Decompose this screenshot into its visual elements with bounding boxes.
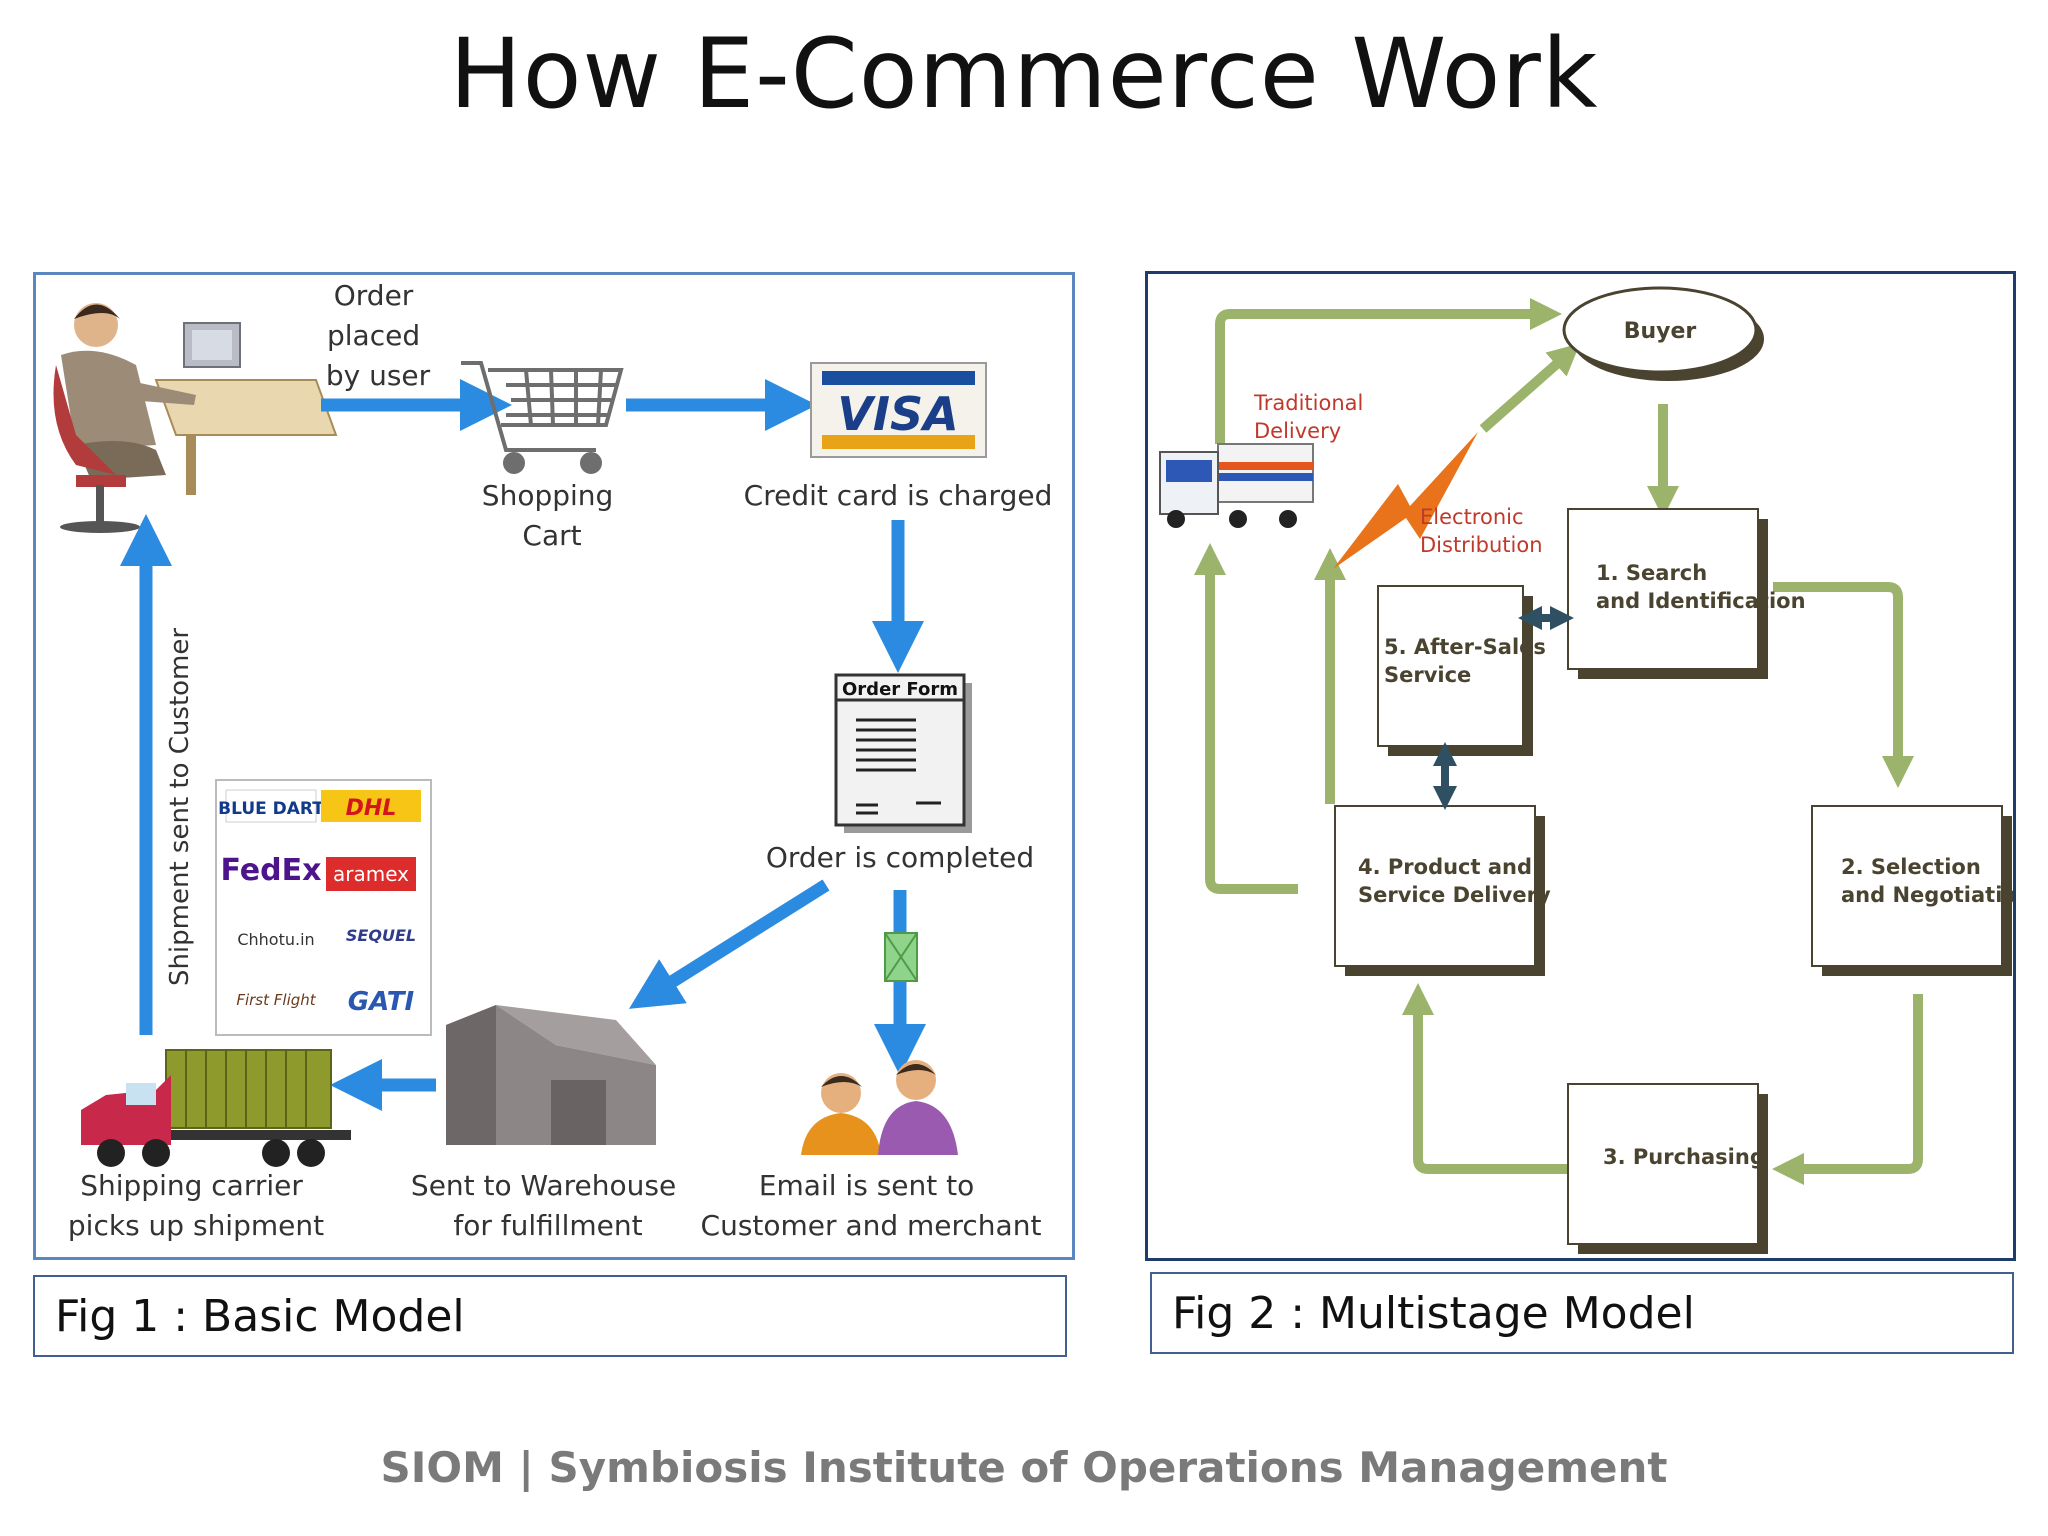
warehouse-icon bbox=[446, 1005, 656, 1145]
stage-after-sales-box: 5. After-Sales Service bbox=[1377, 585, 1553, 756]
fig2-caption: Fig 2 : Multistage Model bbox=[1150, 1272, 2014, 1354]
courier-logos-box: BLUE DART DHL FedEx aramex Chhotu.in SEQ… bbox=[215, 779, 432, 1036]
order-placed-label: Order placed by user bbox=[326, 279, 431, 392]
sequel-logo: SEQUEL bbox=[346, 926, 416, 945]
svg-text:5. After-Sales Service: 5. After-Sales Service bbox=[1384, 635, 1553, 687]
gati-logo: GATI bbox=[348, 987, 415, 1017]
arrow-order-to-warehouse bbox=[628, 879, 830, 1009]
email-label: Email is sent to Customer and merchant bbox=[701, 1169, 1042, 1242]
svg-text:1. Search and Identifica: 1. Search and Identification bbox=[1596, 561, 1806, 613]
fig1-caption: Fig 1 : Basic Model bbox=[33, 1275, 1067, 1357]
envelope-icon bbox=[884, 932, 918, 982]
buyer-label: Buyer bbox=[1624, 319, 1697, 344]
shopping-cart-label: Shopping Cart bbox=[482, 479, 622, 552]
traditional-delivery-label: Traditional Delivery bbox=[1253, 391, 1370, 443]
customer-and-merchant-icon bbox=[801, 1060, 958, 1155]
chhotu-logo: Chhotu.in bbox=[237, 930, 314, 949]
fedex-logo: FedEx bbox=[221, 853, 322, 888]
warehouse-label: Sent to Warehouse for fulfillment bbox=[411, 1169, 685, 1242]
shipping-truck-icon bbox=[81, 1049, 351, 1167]
svg-text:4. Product and Service D: 4. Product and Service Delivery bbox=[1358, 855, 1551, 907]
lightning-icon bbox=[1333, 432, 1478, 569]
credit-card-label: Credit card is charged bbox=[744, 479, 1053, 512]
dhl-logo: DHL bbox=[346, 796, 397, 821]
fig2-diagram: Buyer Traditional Delivery Electronic Di… bbox=[1159, 286, 2032, 1254]
carrier-label: Shipping carrier picks up shipment bbox=[68, 1169, 324, 1242]
slide-title: How E-Commerce Work bbox=[449, 18, 1599, 130]
order-completed-label: Order is completed bbox=[766, 841, 1034, 874]
svg-text:Order Form: Order Form bbox=[842, 679, 958, 700]
user-at-computer-icon bbox=[53, 303, 338, 533]
fig1-diagram: Order placed by user Shopping Cart VISA … bbox=[53, 279, 1053, 1242]
arrow-selection-to-purchasing bbox=[1771, 994, 1923, 1186]
arrow-delivery-to-truck bbox=[1193, 542, 1298, 894]
stage-delivery-box: 4. Product and Service Delivery bbox=[1334, 805, 1551, 976]
arrow-electronic-to-buyer bbox=[1479, 343, 1580, 433]
buyer-node: Buyer bbox=[1562, 286, 1764, 381]
fig1-basic-model-panel: Order placed by user Shopping Cart VISA … bbox=[33, 272, 1075, 1260]
svg-text:2. Selection and Negotia: 2. Selection and Negotiation bbox=[1841, 855, 2013, 907]
bluedart-logo: BLUE DART bbox=[218, 799, 324, 819]
stage-search-box: 1. Search and Identification bbox=[1567, 508, 1806, 679]
arrow-truck-to-buyer bbox=[1215, 297, 1563, 444]
arrow-search-to-selection bbox=[1773, 582, 1915, 789]
footer-institute: SIOM | Symbiosis Institute of Operations… bbox=[380, 1443, 1668, 1492]
stage-purchasing-box: 3. Purchasing bbox=[1567, 1083, 1768, 1254]
aramex-logo: aramex bbox=[333, 862, 409, 886]
electronic-distribution-label: Electronic Distribution bbox=[1420, 505, 1543, 557]
shopping-cart-icon bbox=[461, 361, 624, 474]
svg-text:VISA: VISA bbox=[837, 387, 958, 441]
arrow-purchasing-to-delivery bbox=[1401, 982, 1568, 1174]
stage-selection-box: 2. Selection and Negotiation bbox=[1811, 805, 2032, 976]
order-form-icon: Order Form bbox=[834, 673, 972, 833]
delivery-truck-icon bbox=[1159, 443, 1314, 528]
shipment-label: Shipment sent to Customer bbox=[165, 628, 195, 986]
svg-text:3. Purchasing: 3. Purchasing bbox=[1603, 1145, 1765, 1169]
visa-card-icon: VISA bbox=[810, 362, 987, 458]
fig2-multistage-model-panel: Buyer Traditional Delivery Electronic Di… bbox=[1145, 271, 2032, 1261]
firstflight-logo: First Flight bbox=[236, 991, 316, 1009]
